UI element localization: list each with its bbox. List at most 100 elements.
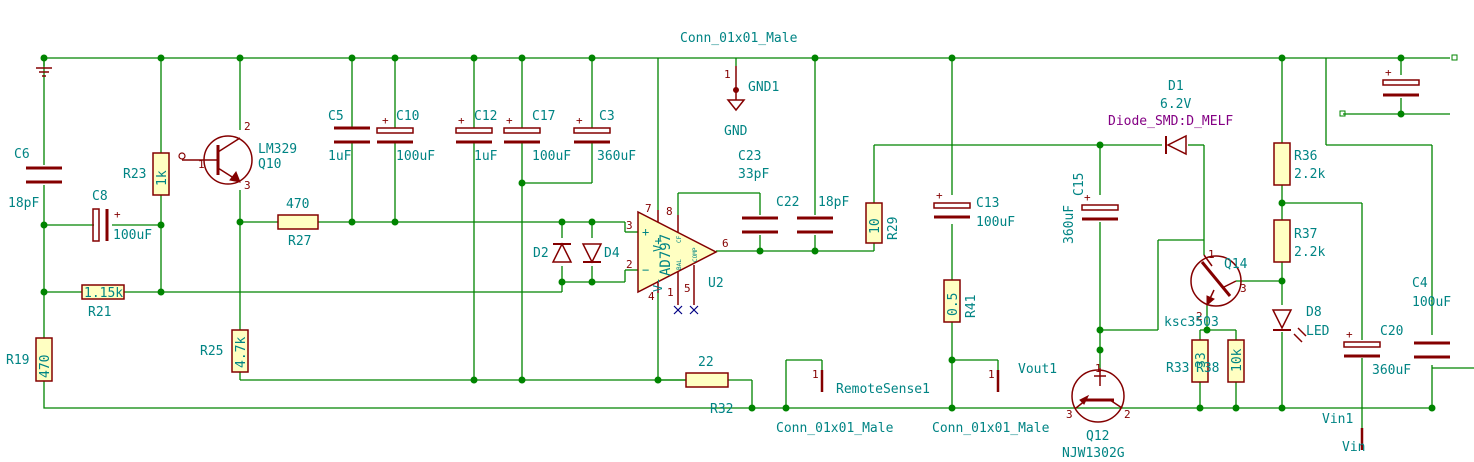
svg-text:7: 7 <box>645 202 652 215</box>
r36-ref: R36 <box>1294 149 1317 164</box>
svg-text:+: + <box>1385 66 1392 79</box>
svg-text:3: 3 <box>1066 408 1073 421</box>
c22-ref: C22 <box>776 195 799 210</box>
c3-ref: C3 <box>599 109 615 124</box>
c10-ref: C10 <box>396 109 419 124</box>
capacitor-c3: + C3 360uF <box>573 109 636 164</box>
d2-ref: D2 <box>533 246 549 261</box>
svg-text:2: 2 <box>626 258 633 271</box>
r21-ref: R21 <box>88 305 111 320</box>
q10-value: LM329 <box>258 142 297 157</box>
r32-value: 22 <box>698 355 714 370</box>
svg-text:8: 8 <box>666 205 673 218</box>
d8-ref: D8 <box>1306 305 1322 320</box>
capacitor-c22: C22 18pF <box>776 195 849 234</box>
capacitor-c13: + C13 100uF <box>933 189 1015 230</box>
d4-ref: D4 <box>604 246 620 261</box>
c23-ref: C23 <box>738 149 761 164</box>
svg-text:2: 2 <box>244 120 251 133</box>
r37-value: 2.2k <box>1294 245 1325 260</box>
q14-ref: Q14 <box>1224 257 1248 272</box>
svg-text:+: + <box>114 208 121 221</box>
resistor-r33: 33 R33 <box>1166 339 1209 383</box>
c13-value: 100uF <box>976 215 1015 230</box>
svg-text:+: + <box>642 225 649 239</box>
q14-value: ksc3503 <box>1164 315 1219 330</box>
opamp-u2: 3 2 7 8 6 4 1 5 + − V+ V- AD797 BAL CF C… <box>626 202 729 315</box>
d8-value: LED <box>1306 324 1330 339</box>
c15-value: 360uF <box>1062 205 1077 244</box>
c8-value: 100uF <box>113 228 152 243</box>
svg-text:5: 5 <box>684 282 691 295</box>
resistor-r19: 470 R19 <box>6 337 53 382</box>
resistor-r25: 4.7k R25 <box>200 329 249 373</box>
capacitor-c5: C5 1uF <box>328 109 370 164</box>
connector-vout1: 1 Vout1 Conn_01x01_Male <box>932 362 1057 436</box>
c15-ref: C15 <box>1072 173 1087 196</box>
r23-value: 1k <box>155 170 170 186</box>
svg-text:CF: CF <box>676 235 683 243</box>
vout1-value: Conn_01x01_Male <box>932 421 1050 436</box>
r38-ref: R38 <box>1196 361 1219 376</box>
r33-ref: R33 <box>1166 361 1189 376</box>
c5-ref: C5 <box>328 109 344 124</box>
r41-value: 0.5 <box>946 293 961 316</box>
resistor-r37: R37 2.2k <box>1273 219 1325 263</box>
remotesense1-ref: RemoteSense1 <box>836 382 930 397</box>
r19-value: 470 <box>38 355 53 378</box>
transistor-q10: 1 2 3 LM329 Q10 <box>178 120 297 192</box>
d1-footprint: Diode_SMD:D_MELF <box>1108 114 1233 129</box>
svg-text:2: 2 <box>1124 408 1131 421</box>
c8-ref: C8 <box>92 189 108 204</box>
led-d8: D8 LED <box>1271 305 1330 343</box>
svg-text:BAL: BAL <box>676 259 683 270</box>
r25-value: 4.7k <box>234 337 249 368</box>
q10-ref: Q10 <box>258 157 281 172</box>
svg-text:1: 1 <box>1208 248 1215 261</box>
svg-text:+: + <box>458 114 465 127</box>
capacitor-c23: C23 33pF <box>738 149 778 234</box>
r37-ref: R37 <box>1294 227 1317 242</box>
gnd1-ref: GND1 <box>748 80 779 95</box>
resistor-r32: 22 R32 <box>685 355 733 417</box>
svg-text:1: 1 <box>1095 362 1102 375</box>
resistor-r29: 10 R29 <box>865 202 901 244</box>
c6-ref: C6 <box>14 147 30 162</box>
transistor-q14: 1 2 3 Q14 ksc3503 <box>1164 248 1248 330</box>
svg-text:3: 3 <box>244 179 251 192</box>
top-conn-label: Conn_01x01_Male <box>680 31 798 46</box>
svg-text:V+: V+ <box>651 238 665 252</box>
capacitor-c8: + C8 100uF <box>92 189 152 243</box>
resistor-r21: 1.15k R21 <box>81 284 125 320</box>
transistor-q12: 1 2 3 Q12 NJW1302G <box>1062 362 1131 461</box>
vin1-ref: Vin1 <box>1322 412 1353 427</box>
r23-ref: R23 <box>123 167 146 182</box>
r21-value: 1.15k <box>84 286 123 301</box>
c10-value: 100uF <box>396 149 435 164</box>
c5-value: 1uF <box>328 149 352 164</box>
q12-ref: Q12 <box>1086 429 1109 444</box>
resistor-r36: R36 2.2k <box>1273 142 1325 186</box>
u2-ref: U2 <box>708 276 724 291</box>
r27-value: 470 <box>286 197 309 212</box>
capacitor-c15: + C15 360uF <box>1062 173 1119 244</box>
svg-text:1: 1 <box>724 68 731 81</box>
capacitor-top-right: + <box>1339 54 1458 117</box>
svg-text:2: 2 <box>1196 310 1203 323</box>
capacitor-c12: + C12 1uF <box>455 109 498 164</box>
capacitor-c6: C6 18pF <box>8 147 62 211</box>
r25-ref: R25 <box>200 344 223 359</box>
svg-text:−: − <box>642 263 649 277</box>
svg-text:4: 4 <box>648 290 655 303</box>
diode-d1: D1 6.2V Diode_SMD:D_MELF <box>1108 79 1233 156</box>
svg-text:+: + <box>1346 328 1353 341</box>
c17-value: 100uF <box>532 149 571 164</box>
svg-text:3: 3 <box>626 219 633 232</box>
resistor-r27: 470 R27 <box>277 197 319 249</box>
r41-ref: R41 <box>964 295 979 318</box>
r38-value: 10k <box>1230 348 1245 372</box>
svg-text:+: + <box>506 114 513 127</box>
r29-ref: R29 <box>886 217 901 240</box>
svg-text:3: 3 <box>1240 282 1247 295</box>
